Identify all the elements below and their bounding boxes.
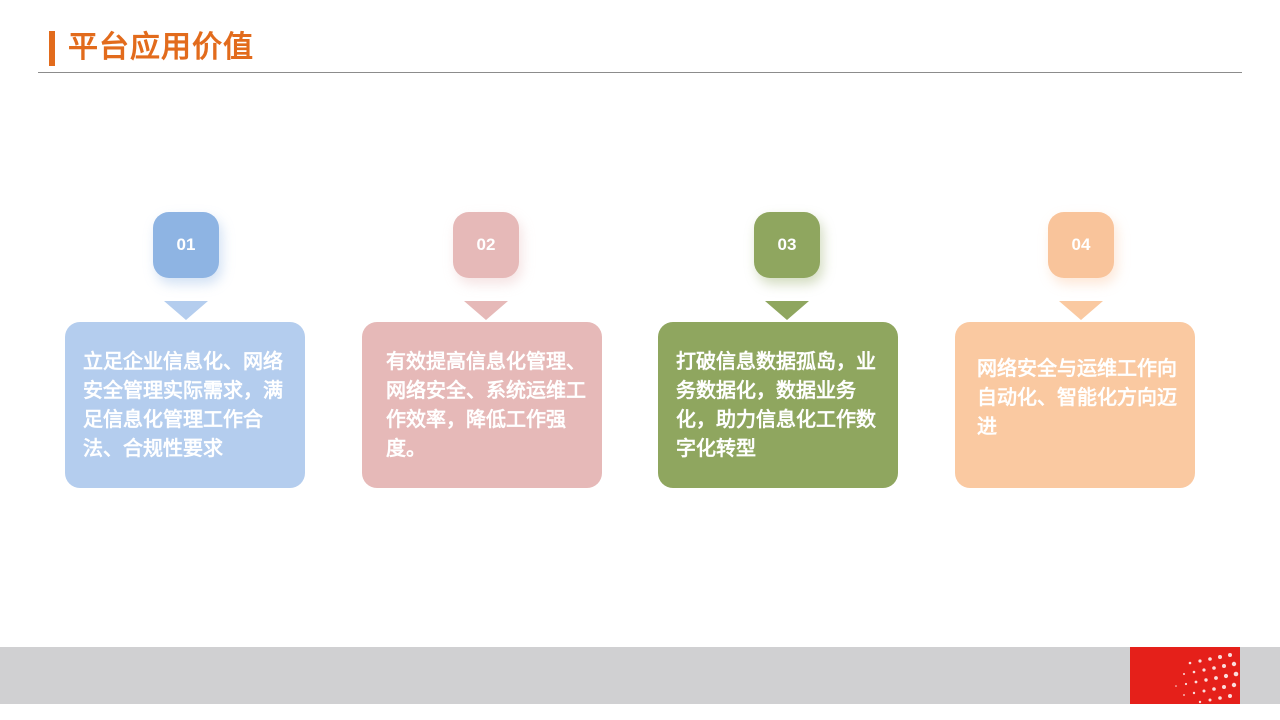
badge-04: 04 (1048, 212, 1114, 278)
value-card-03: 打破信息数据孤岛，业务数据化，数据业务化，助力信息化工作数字化转型 (658, 322, 898, 488)
badge-03: 03 (754, 212, 820, 278)
footer-band (0, 647, 1280, 704)
dot-pattern-icon (1175, 653, 1239, 704)
title-accent-bar (49, 31, 55, 66)
badge-02: 02 (453, 212, 519, 278)
pointer-02 (464, 301, 508, 320)
footer-logo (1130, 647, 1240, 704)
pointer-04 (1059, 301, 1103, 320)
page-title: 平台应用价值 (68, 30, 254, 65)
value-card-01: 立足企业信息化、网络安全管理实际需求，满足信息化管理工作合法、合规性要求 (65, 322, 305, 488)
pointer-01 (164, 301, 208, 320)
pointer-03 (765, 301, 809, 320)
value-card-04: 网络安全与运维工作向自动化、智能化方向迈进 (955, 322, 1195, 488)
title-divider (38, 72, 1242, 73)
value-card-02: 有效提高信息化管理、网络安全、系统运维工作效率，降低工作强度。 (362, 322, 602, 488)
badge-01: 01 (153, 212, 219, 278)
